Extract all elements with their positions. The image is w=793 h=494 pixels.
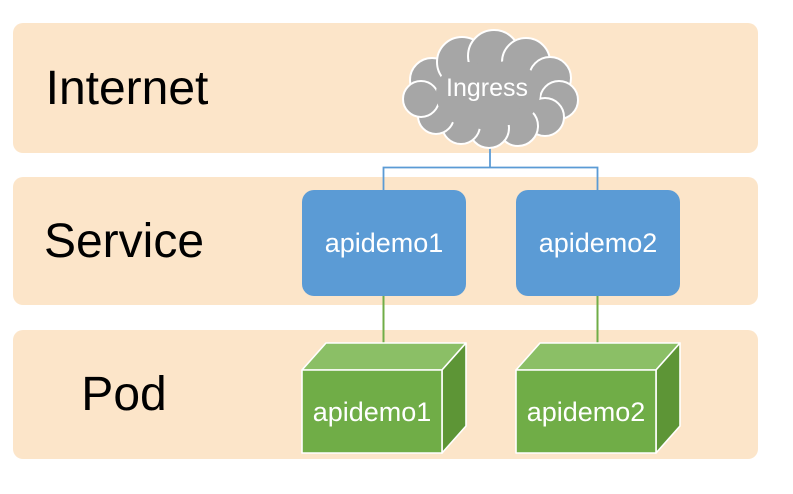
band-pod-label: Pod: [81, 368, 166, 421]
service-label: apidemo2: [539, 228, 658, 258]
ingress-label: Ingress: [446, 74, 528, 102]
ingress-cloud-node: Ingress: [402, 29, 579, 149]
pod-label: apidemo1: [313, 397, 432, 427]
pod-node-apidemo1: apidemo1: [301, 342, 467, 454]
band-internet-label: Internet: [46, 62, 209, 115]
service-box: [302, 190, 466, 296]
cloud-body: [454, 62, 522, 130]
band-service-label: Service: [44, 215, 204, 268]
service-node-apidemo1: apidemo1: [302, 190, 466, 296]
band-internet: [13, 23, 758, 153]
pod-label: apidemo2: [527, 397, 646, 427]
service-label: apidemo1: [325, 228, 444, 258]
pod-cube-top-face: [301, 342, 467, 371]
cloud-bump-icon: [402, 80, 440, 118]
pod-cube-top-face: [515, 342, 681, 371]
service-box: [516, 190, 680, 296]
pod-cube-front-face: [301, 369, 443, 454]
pod-cube-front-face: [515, 369, 657, 454]
pod-node-apidemo2: apidemo2: [515, 342, 681, 454]
service-node-apidemo2: apidemo2: [516, 190, 680, 296]
